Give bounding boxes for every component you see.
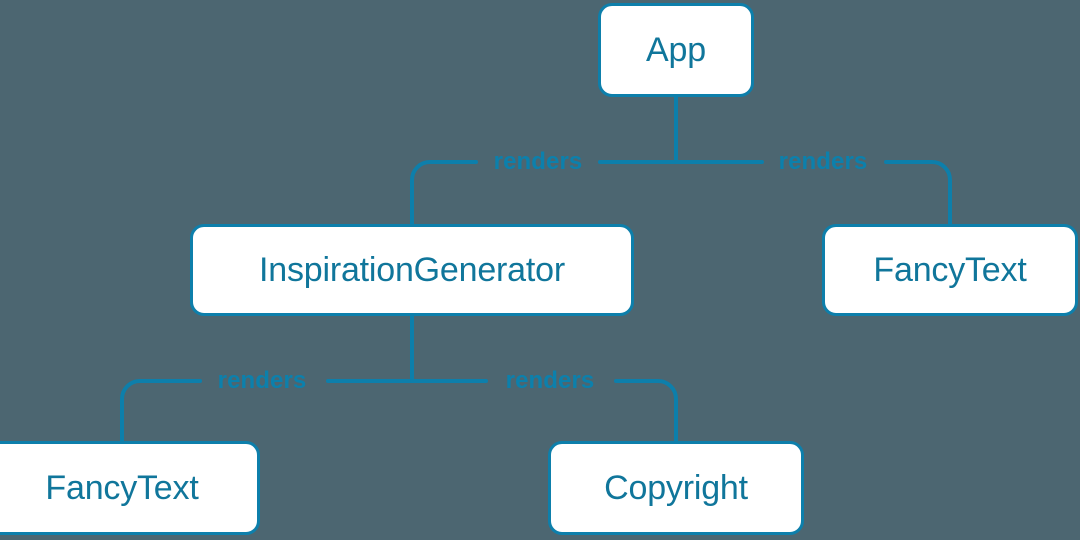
node-copyright[interactable]: Copyright [548,441,804,535]
node-app-label: App [646,31,706,69]
edge-label-app-to-fancytext-right: renders [778,148,868,175]
node-fancytext-bottom-label: FancyText [45,469,199,507]
node-fancytext-bottom[interactable]: FancyText [0,441,260,535]
edge-label-inspirationgenerator-to-fancytext-bottom: renders [217,367,307,394]
node-inspirationgenerator[interactable]: InspirationGenerator [190,224,634,316]
node-app[interactable]: App [598,3,754,97]
edge-label-inspirationgenerator-to-copyright: renders [505,367,595,394]
edge-label-app-to-inspirationgenerator: renders [493,148,583,175]
node-fancytext-right[interactable]: FancyText [822,224,1078,316]
node-fancytext-right-label: FancyText [873,251,1027,289]
node-inspirationgenerator-label: InspirationGenerator [259,251,565,289]
node-copyright-label: Copyright [604,469,748,507]
